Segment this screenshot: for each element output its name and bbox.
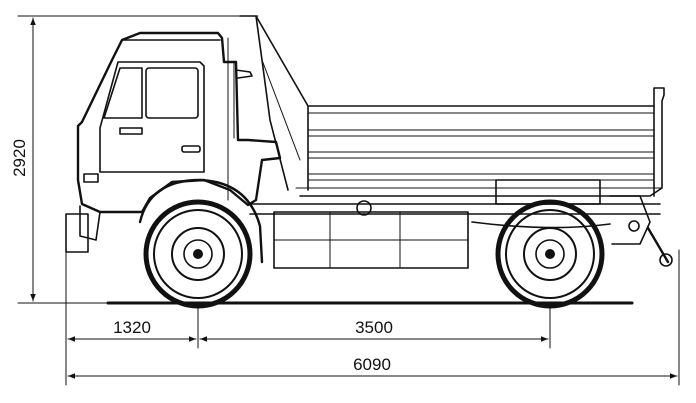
door-window bbox=[145, 67, 199, 119]
overall-length-value: 6090 bbox=[353, 355, 391, 374]
front-wheel bbox=[143, 199, 253, 309]
cab-outline bbox=[76, 31, 282, 214]
wheelbase-dimension: 3500 bbox=[199, 318, 549, 342]
front-fender bbox=[138, 178, 264, 264]
horizontal-extension-lines bbox=[65, 237, 680, 386]
cab-door bbox=[99, 61, 205, 173]
wheelbase-value: 3500 bbox=[355, 318, 393, 337]
door-handle-front bbox=[119, 127, 143, 135]
headlight bbox=[83, 173, 99, 183]
cab bbox=[65, 31, 282, 253]
front-overhang-value: 1320 bbox=[113, 318, 151, 337]
windshield bbox=[103, 67, 143, 119]
height-dimension: 2920 bbox=[10, 15, 259, 304]
tow-hook bbox=[646, 226, 670, 264]
hydraulic-cylinder-mount bbox=[356, 200, 372, 216]
height-value: 2920 bbox=[10, 139, 29, 177]
dump-truck-icon bbox=[65, 15, 673, 309]
dump-body bbox=[239, 15, 665, 197]
overall-length-dimension: 6090 bbox=[67, 355, 678, 379]
door-handle bbox=[181, 145, 201, 153]
rear-wheel bbox=[495, 199, 605, 309]
mirror bbox=[235, 69, 253, 79]
front-bumper-block bbox=[65, 213, 89, 253]
chassis bbox=[249, 179, 673, 269]
dump-body-outline bbox=[239, 15, 665, 197]
rear-hitch bbox=[609, 195, 651, 245]
front-overhang-dimension: 1320 bbox=[67, 318, 197, 342]
rear-subframe bbox=[495, 179, 601, 205]
